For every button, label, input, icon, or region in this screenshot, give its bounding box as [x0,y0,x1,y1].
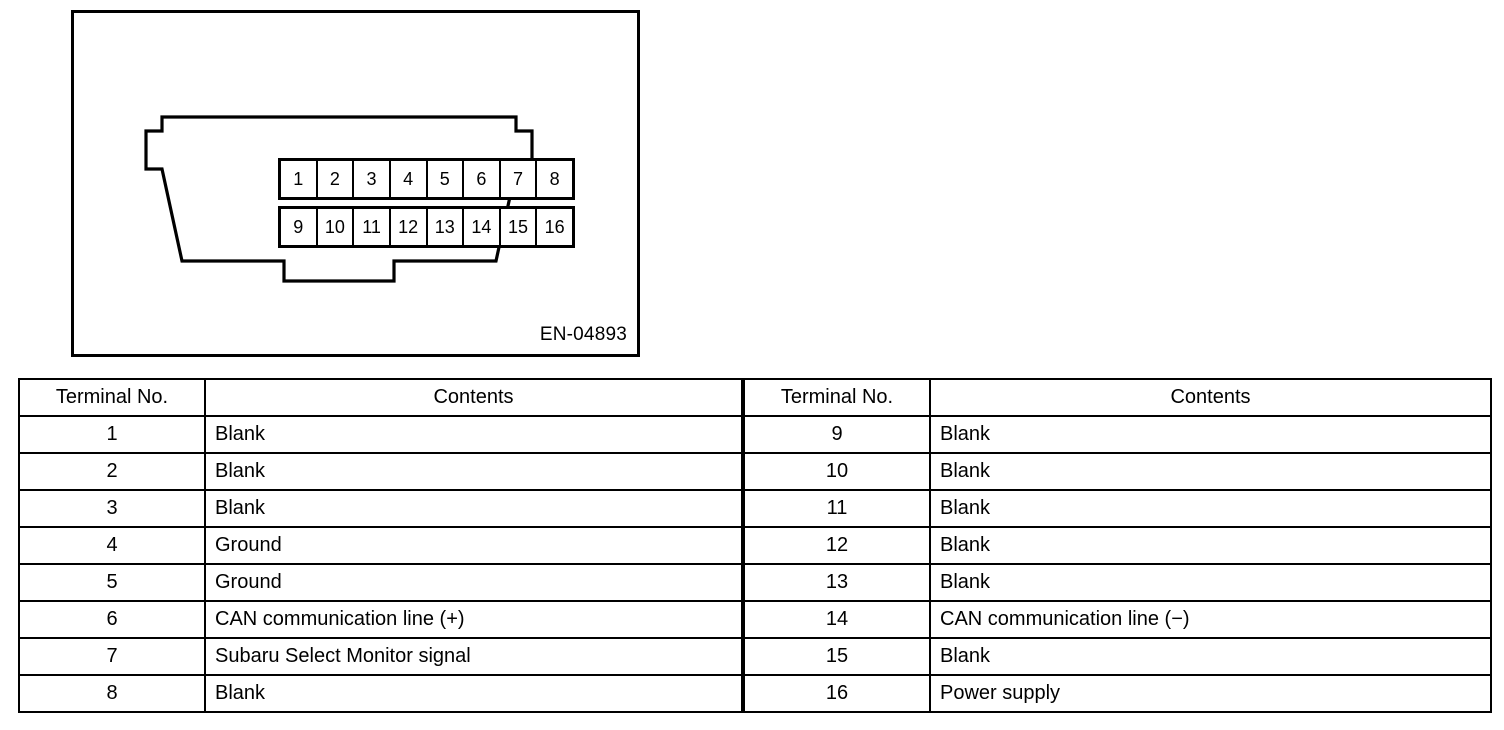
terminal-no-8: 8 [18,674,206,713]
table-header-row: Terminal No. Contents [18,378,743,417]
table-row: 4 Ground [18,526,743,565]
terminal-no-7: 7 [18,637,206,676]
terminal-no-15: 15 [743,637,931,676]
terminal-no-3: 3 [18,489,206,528]
contents-11: Blank [929,489,1492,528]
terminal-no-14: 14 [743,600,931,639]
contents-16: Power supply [929,674,1492,713]
figure-code-label: EN-04893 [539,324,627,345]
contents-14: CAN communication line (−) [929,600,1492,639]
terminal-table-left: Terminal No. Contents 1 Blank 2 Blank 3 … [18,378,743,713]
terminal-no-10: 10 [743,452,931,491]
terminal-no-12: 12 [743,526,931,565]
contents-13: Blank [929,563,1492,602]
header-contents-left: Contents [204,378,743,417]
contents-8: Blank [204,674,743,713]
pin-cell-4: 4 [391,161,428,197]
terminal-table: Terminal No. Contents 1 Blank 2 Blank 3 … [18,378,1492,713]
table-row: 3 Blank [18,489,743,528]
table-row: 16 Power supply [743,674,1492,713]
pin-cell-13: 13 [428,209,465,245]
table-row: 8 Blank [18,674,743,713]
table-header-row: Terminal No. Contents [743,378,1492,417]
table-row: 2 Blank [18,452,743,491]
header-terminal-no-left: Terminal No. [18,378,206,417]
contents-3: Blank [204,489,743,528]
pin-row-top: 1 2 3 4 5 6 7 8 [278,158,575,200]
pin-cell-9: 9 [281,209,318,245]
table-row: 13 Blank [743,563,1492,602]
table-row: 14 CAN communication line (−) [743,600,1492,639]
table-row: 15 Blank [743,637,1492,676]
pin-cell-15: 15 [501,209,538,245]
table-row: 12 Blank [743,526,1492,565]
terminal-no-13: 13 [743,563,931,602]
table-row: 11 Blank [743,489,1492,528]
contents-5: Ground [204,563,743,602]
terminal-no-1: 1 [18,415,206,454]
table-row: 7 Subaru Select Monitor signal [18,637,743,676]
pin-cell-5: 5 [428,161,465,197]
contents-10: Blank [929,452,1492,491]
table-row: 10 Blank [743,452,1492,491]
pin-cell-1: 1 [281,161,318,197]
pin-cell-12: 12 [391,209,428,245]
figure-box: 1 2 3 4 5 6 7 8 9 10 11 12 13 14 15 16 E… [71,10,640,357]
contents-15: Blank [929,637,1492,676]
pin-cell-11: 11 [354,209,391,245]
terminal-no-9: 9 [743,415,931,454]
terminal-table-right: Terminal No. Contents 9 Blank 10 Blank 1… [743,378,1492,713]
pin-row-bottom: 9 10 11 12 13 14 15 16 [278,206,575,248]
contents-6: CAN communication line (+) [204,600,743,639]
contents-7: Subaru Select Monitor signal [204,637,743,676]
pin-cell-6: 6 [464,161,501,197]
pin-cell-16: 16 [544,217,565,237]
header-contents-right: Contents [929,378,1492,417]
contents-4: Ground [204,526,743,565]
pin-cell-2: 2 [318,161,355,197]
contents-9: Blank [929,415,1492,454]
terminal-no-11: 11 [743,489,931,528]
table-row: 6 CAN communication line (+) [18,600,743,639]
contents-12: Blank [929,526,1492,565]
terminal-no-4: 4 [18,526,206,565]
pin-cell-7: 7 [501,161,538,197]
terminal-no-6: 6 [18,600,206,639]
pin-cell-8: 8 [549,169,560,189]
connector-outline-drawing [144,115,534,283]
pin-cell-10: 10 [318,209,355,245]
table-row: 9 Blank [743,415,1492,454]
pin-cell-14: 14 [464,209,501,245]
header-terminal-no-right: Terminal No. [743,378,931,417]
table-row: 5 Ground [18,563,743,602]
contents-1: Blank [204,415,743,454]
contents-2: Blank [204,452,743,491]
table-row: 1 Blank [18,415,743,454]
terminal-no-5: 5 [18,563,206,602]
terminal-no-2: 2 [18,452,206,491]
terminal-no-16: 16 [743,674,931,713]
pin-cell-3: 3 [354,161,391,197]
